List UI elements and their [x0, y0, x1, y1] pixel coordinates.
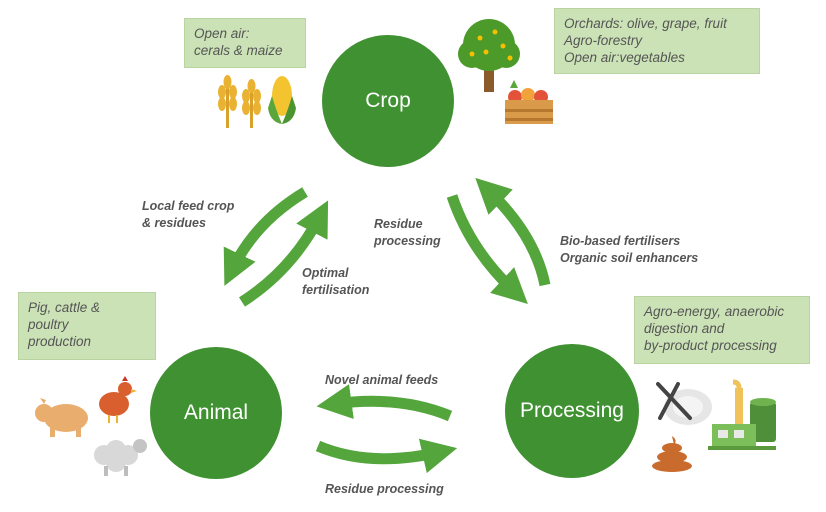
- local-feed-label: Local feed crop & residues: [142, 198, 234, 232]
- label-line: Organic soil enhancers: [560, 251, 699, 265]
- optimal-fertilisation-label: Optimal fertilisation: [302, 265, 369, 299]
- box-line: poultry: [28, 317, 69, 332]
- box-line: Open air:: [194, 26, 250, 41]
- livestock-box: Pig, cattle & poultry production: [18, 292, 156, 360]
- vegetable-crate-icon: [505, 80, 553, 124]
- arrow-animal-to-processing: [315, 438, 458, 474]
- plate-cutlery-icon: [656, 382, 712, 425]
- arrow-processing-to-animal: [316, 384, 453, 422]
- label-line: & residues: [142, 216, 206, 230]
- box-line: digestion and: [644, 321, 725, 336]
- crop-node: Crop: [322, 35, 454, 167]
- box-line: Open air:vegetables: [564, 50, 685, 65]
- pig-icon: [35, 398, 88, 437]
- box-line: Agro-energy, anaerobic: [644, 304, 785, 319]
- label-line: fertilisation: [302, 283, 370, 297]
- arrow-crop-to-animal: [223, 187, 308, 286]
- orchards-box: Orchards: olive, grape, fruit Agro-fores…: [554, 8, 760, 74]
- box-line: cerals & maize: [194, 43, 283, 58]
- novel-feeds-label: Novel animal feeds: [325, 373, 439, 387]
- label-line: Bio-based fertilisers: [560, 234, 681, 248]
- processing-node: Processing: [505, 344, 639, 478]
- residue-processing-crop-label: Residue processing: [374, 216, 441, 250]
- manure-icon: [652, 436, 692, 472]
- arrow-animal-to-crop: [239, 200, 329, 307]
- open-air-box: Open air: cerals & maize: [184, 18, 306, 68]
- sheep-icon: [94, 439, 147, 476]
- label-line: Residue: [374, 217, 423, 231]
- label-line: Local feed crop: [142, 199, 235, 213]
- arrow-crop-to-processing: [446, 194, 528, 305]
- animal-label: Animal: [183, 401, 249, 424]
- tree-icon: [458, 19, 520, 92]
- box-line: Pig, cattle &: [28, 300, 101, 315]
- wheat-icon: [218, 75, 261, 128]
- bio-fertilisers-label: Bio-based fertilisers Organic soil enhan…: [560, 233, 698, 267]
- box-line: Orchards: olive, grape, fruit: [564, 16, 727, 31]
- biogas-plant-icon: [708, 379, 776, 450]
- box-line: production: [28, 334, 92, 349]
- label-line: processing: [374, 234, 441, 248]
- box-line: by-product processing: [644, 338, 777, 353]
- processing-label: Processing: [520, 399, 624, 422]
- residue-processing-animal-label: Residue processing: [325, 482, 444, 496]
- animal-node: Animal: [150, 347, 282, 479]
- label-line: Optimal: [302, 266, 349, 280]
- crop-label: Crop: [365, 89, 411, 112]
- agro-energy-box: Agro-energy, anaerobic digestion and by-…: [634, 296, 810, 364]
- box-line: Agro-forestry: [564, 33, 643, 48]
- chicken-icon: [99, 376, 137, 423]
- arrow-processing-to-crop: [475, 177, 551, 287]
- corn-icon: [268, 76, 296, 124]
